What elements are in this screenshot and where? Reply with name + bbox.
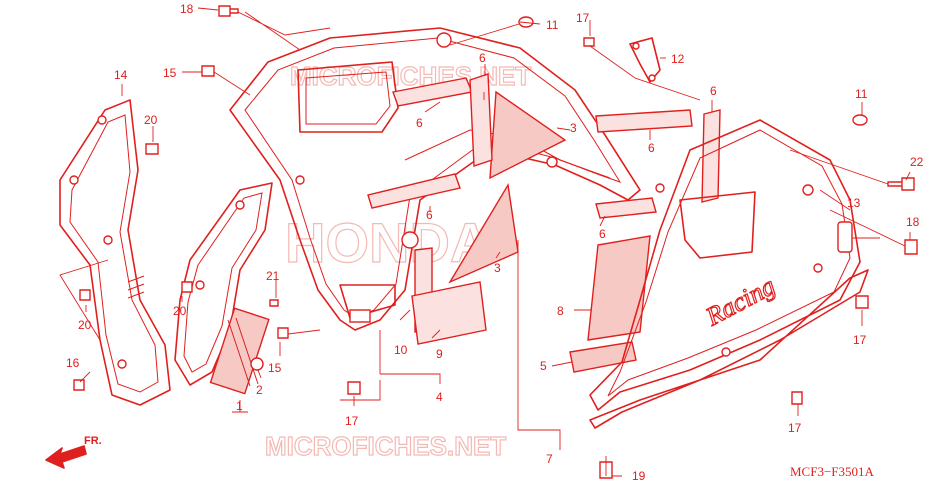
label-1: 1: [236, 399, 243, 413]
front-direction-arrow: FR.: [45, 435, 102, 469]
label-5: 5: [540, 359, 547, 373]
label-6e: 6: [710, 84, 717, 98]
label-9: 9: [436, 347, 443, 361]
watermark-group: MICROFICHES.NET MICROFICHES.NET HONDA: [264, 60, 532, 461]
label-16: 16: [66, 356, 80, 370]
label-17c: 17: [853, 333, 867, 347]
label-12: 12: [671, 52, 685, 66]
label-8: 8: [557, 304, 564, 318]
pad-5: [569, 341, 637, 373]
label-17a: 17: [576, 11, 590, 25]
label-20a: 20: [144, 113, 158, 127]
label-17b: 17: [345, 414, 359, 428]
label-18b: 18: [906, 215, 920, 229]
label-11a: 11: [546, 18, 559, 32]
reflector: [209, 307, 270, 395]
label-7: 7: [546, 452, 553, 466]
label-6c: 6: [426, 208, 433, 222]
label-11b: 11: [855, 87, 868, 101]
label-6f: 6: [599, 227, 606, 241]
left-side-cowl: [59, 99, 171, 406]
honda-watermark: HONDA: [285, 211, 490, 274]
diagram-code: MCF3−F3501A: [790, 464, 875, 479]
racing-decal: Racing: [700, 271, 780, 332]
callout-labels: 1 2 3 3 4 5 6 6 6 6 6 6 7 8 9 10 11 11 1…: [66, 2, 924, 483]
pad-3-lower: [448, 182, 519, 284]
label-13: 13: [847, 196, 861, 210]
label-17d: 17: [788, 421, 802, 435]
label-14: 14: [114, 68, 128, 82]
label-18a: 18: [180, 2, 194, 16]
label-2: 2: [256, 383, 263, 397]
label-3a: 3: [570, 121, 577, 135]
label-4: 4: [436, 390, 443, 404]
label-20c: 20: [173, 304, 187, 318]
label-19: 19: [632, 469, 646, 483]
label-6b: 6: [479, 51, 486, 65]
label-22: 22: [910, 155, 924, 169]
label-6d: 6: [648, 141, 655, 155]
pad-8: [587, 235, 651, 341]
bracket-12: [629, 37, 661, 83]
label-15a: 15: [163, 66, 177, 80]
pad-9: [411, 281, 487, 345]
label-6a: 6: [416, 116, 423, 130]
label-15b: 15: [268, 361, 282, 375]
label-3b: 3: [494, 261, 501, 275]
clip-13: [837, 221, 853, 253]
pad-3-upper: [489, 90, 567, 180]
label-10: 10: [394, 343, 408, 357]
front-label: FR.: [84, 435, 102, 447]
watermark-bottom: MICROFICHES.NET: [265, 431, 506, 461]
leader-lines: [59, 7, 911, 477]
strip-6-set: [367, 73, 721, 219]
label-21: 21: [266, 269, 280, 283]
label-20b: 20: [78, 318, 92, 332]
